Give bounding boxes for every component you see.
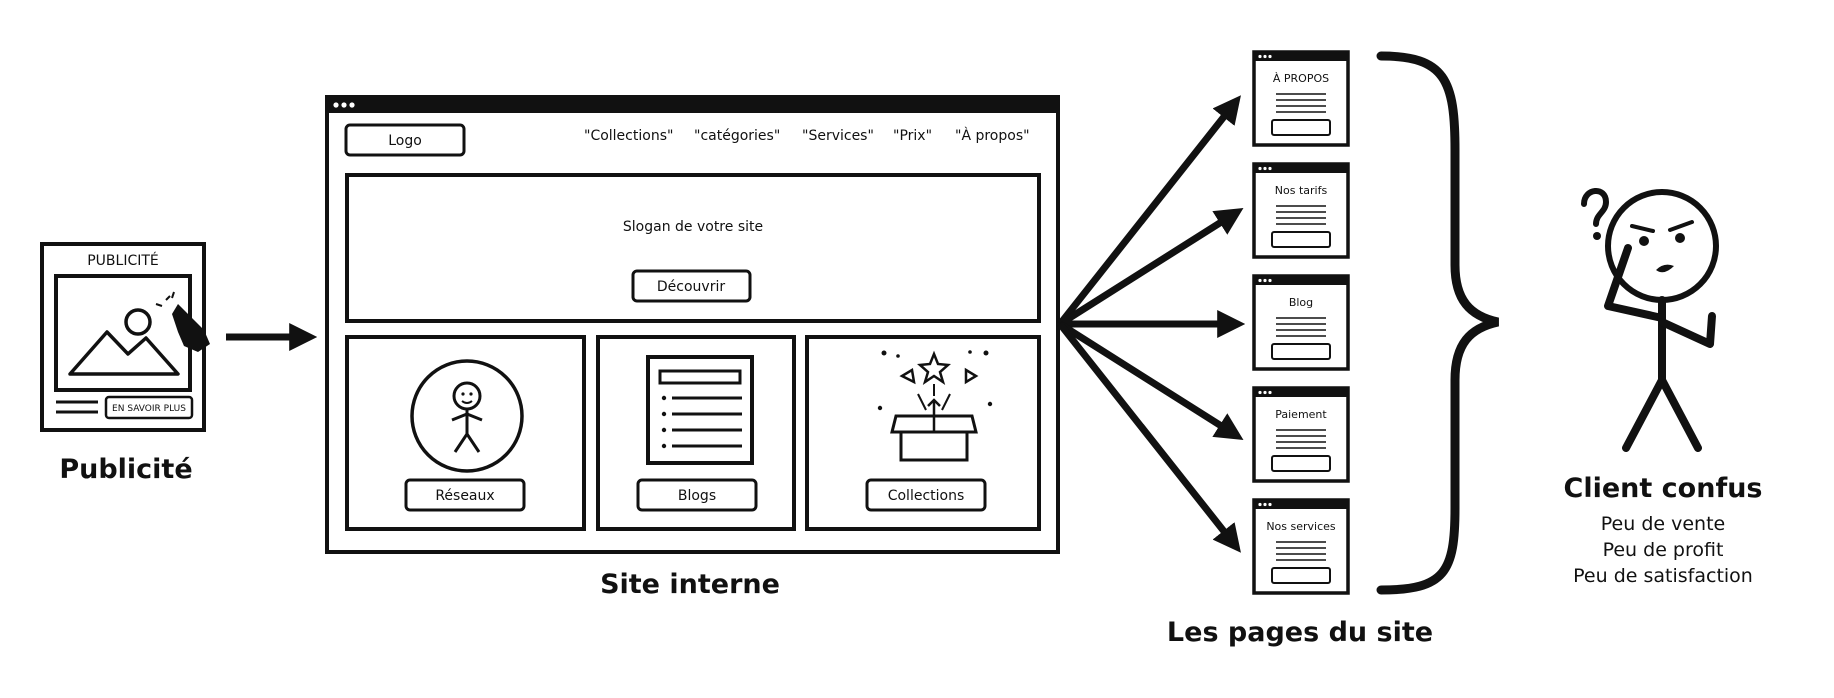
advert-card: PUBLICITÉ EN SAVOIR PLUS xyxy=(40,242,210,432)
nav-item-a-propos[interactable]: "À propos" xyxy=(955,127,1030,144)
advert-caption: Publicité xyxy=(59,454,192,485)
logo-box[interactable] xyxy=(344,123,466,157)
page-thumb-nos-tarifs: Nos tarifs xyxy=(1252,162,1350,259)
document-list-icon xyxy=(646,355,754,465)
nav-item-services[interactable]: "Services" xyxy=(802,128,874,144)
discover-label: Découvrir xyxy=(657,279,725,295)
card-reseaux-button[interactable] xyxy=(404,478,526,512)
advert-cta-button[interactable] xyxy=(104,395,194,420)
page-title-nos-tarifs: Nos tarifs xyxy=(1275,184,1328,197)
curly-brace xyxy=(1376,51,1500,595)
page-thumb-paiement: Paiement xyxy=(1252,386,1350,483)
person-circle-icon xyxy=(410,359,524,473)
card-blogs-button[interactable] xyxy=(636,478,758,512)
card-collections-label: Collections xyxy=(888,488,965,504)
page-thumb-a-propos: À PROPOS xyxy=(1252,50,1350,147)
image-placeholder-icon xyxy=(54,274,192,392)
client-line-vente: Peu de vente xyxy=(1601,513,1725,535)
client-line-profit: Peu de profit xyxy=(1603,539,1724,561)
fan-arrows xyxy=(1057,95,1246,553)
confused-person-icon xyxy=(1581,188,1719,452)
client-line-satisfaction: Peu de satisfaction xyxy=(1573,565,1753,587)
nav-item-prix[interactable]: "Prix" xyxy=(893,128,932,144)
gift-box-icon xyxy=(877,350,993,462)
page-thumb-nos-services: Nos services xyxy=(1252,498,1350,595)
page-title-blog: Blog xyxy=(1289,296,1313,309)
nav-item-collections[interactable]: "Collections" xyxy=(584,128,673,144)
card-blogs-label: Blogs xyxy=(678,488,716,504)
logo-label: Logo xyxy=(388,133,422,149)
advert-header: PUBLICITÉ xyxy=(87,252,159,269)
page-title-nos-services: Nos services xyxy=(1266,520,1336,533)
discover-button[interactable] xyxy=(631,269,752,303)
page-title-paiement: Paiement xyxy=(1275,408,1327,421)
pages-caption: Les pages du site xyxy=(1167,617,1433,648)
hero-slogan: Slogan de votre site xyxy=(623,219,763,235)
card-reseaux-label: Réseaux xyxy=(435,488,494,504)
site-caption: Site interne xyxy=(600,569,780,600)
card-collections-button[interactable] xyxy=(865,478,987,512)
site-wireframe: Logo "Collections" "catégories" "Service… xyxy=(325,95,1060,554)
nav-item-categories[interactable]: "catégories" xyxy=(694,128,780,144)
page-thumb-blog: Blog xyxy=(1252,274,1350,371)
page-title-a-propos: À PROPOS xyxy=(1273,72,1329,85)
hand-pointer-icon xyxy=(155,291,210,352)
advert-cta-label: EN SAVOIR PLUS xyxy=(112,404,186,414)
client-title: Client confus xyxy=(1564,473,1763,504)
